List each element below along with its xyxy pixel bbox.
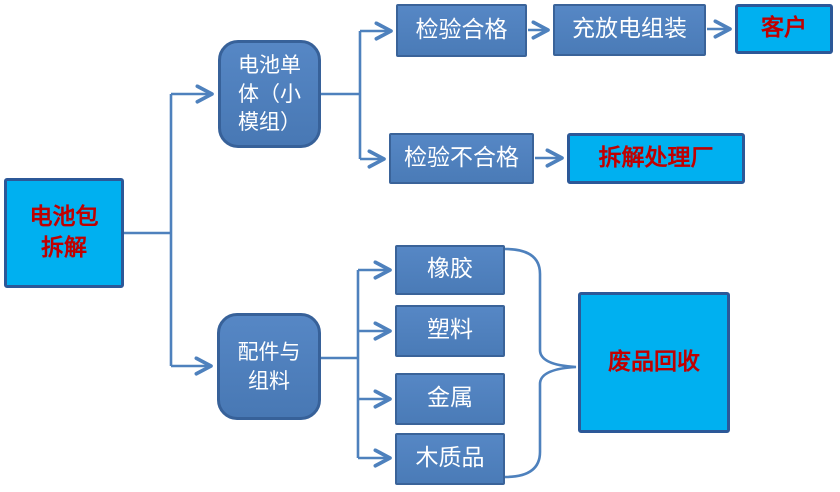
node-label: 废品回收 (608, 348, 700, 375)
node-label: 拆解处理厂 (598, 144, 714, 171)
node-customer: 客户 (735, 4, 833, 54)
node-disassembly-plant: 拆解处理厂 (567, 133, 745, 184)
node-waste-recycling: 废品回收 (578, 292, 730, 433)
node-label: 充放电组装 (572, 16, 687, 43)
node-parts-materials: 配件与 组料 (217, 313, 321, 420)
node-label: 橡胶 (427, 256, 473, 283)
node-battery-cell-module: 电池单 体（小 模组） (218, 40, 321, 148)
node-label: 客户 (761, 15, 807, 42)
node-metal: 金属 (395, 373, 505, 425)
node-label: 木质品 (415, 445, 485, 472)
node-label: 检验不合格 (404, 144, 519, 171)
node-inspection-failed: 检验不合格 (389, 133, 534, 184)
node-charge-discharge-assembly: 充放电组装 (553, 4, 706, 56)
node-label: 电池包 拆解 (29, 203, 99, 261)
node-label: 金属 (427, 385, 473, 412)
node-label: 检验合格 (415, 16, 508, 43)
brace-to-waste-recycling (504, 247, 577, 479)
node-label: 配件与 组料 (237, 340, 301, 393)
node-label: 电池单 体（小 模组） (238, 53, 301, 135)
node-wood-products: 木质品 (395, 433, 505, 485)
node-inspection-passed: 检验合格 (396, 4, 527, 57)
node-plastic: 塑料 (395, 305, 505, 357)
node-rubber: 橡胶 (395, 245, 505, 295)
node-label: 塑料 (427, 317, 473, 344)
node-battery-pack-disassembly: 电池包 拆解 (4, 178, 124, 288)
